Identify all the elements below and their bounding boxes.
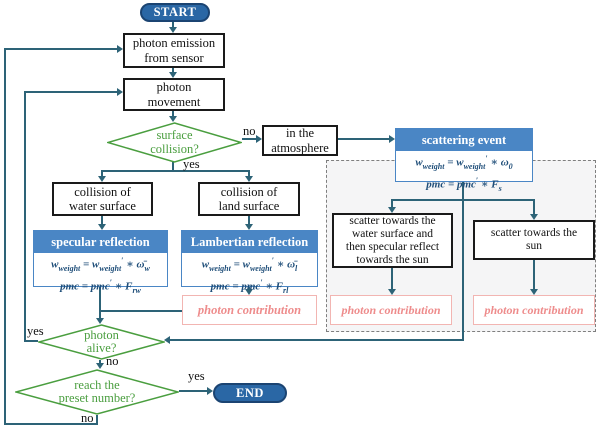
specular-reflection-title: specular reflection [34, 231, 167, 253]
edge-scattering-stem [462, 182, 464, 341]
photon-alive-label: photon alive? [84, 327, 119, 355]
lambertian-reflection-title: Lambertian reflection [182, 231, 317, 253]
label-alive-no: no [106, 354, 119, 368]
arrowhead-return-to-alive [164, 336, 170, 344]
edge-atmosphere-scattering [337, 138, 390, 140]
scattering-event-box: scattering event wweight = wweight′ ∗ ω0… [395, 128, 533, 193]
label-surface-yes: yes [183, 157, 200, 171]
scatter-sun-box: scatter towards the sun [473, 220, 595, 260]
edge-yes-land-drop [248, 170, 250, 177]
label-reach-no: no [81, 411, 94, 425]
edge-reach-no-bottom [4, 423, 97, 425]
specular-pmc-formula: pmc = pmc′ ∗ Frw [60, 277, 141, 295]
edge-alive-no [99, 360, 101, 365]
photon-contribution-box-2: photon contribution [330, 295, 452, 325]
arrowhead-alive-yes-movement [117, 88, 123, 96]
arrowhead-alive-no [96, 363, 104, 369]
label-alive-yes: yes [27, 324, 44, 338]
edge-movement-collision [172, 111, 174, 117]
edge-alive-yes-into-movement [24, 91, 118, 93]
arrowhead-scattersun-contribution [530, 289, 538, 295]
photon-alive-diamond: photon alive? [38, 324, 165, 360]
photon-contribution-box-1: photon contribution [182, 295, 317, 325]
arrowhead-start-emission [169, 27, 177, 33]
scattering-weight-formula: wweight = wweight′ ∗ ω0 [415, 154, 513, 171]
edge-split-scattersun [533, 199, 535, 215]
surface-collision-label: surface collision? [150, 128, 199, 156]
edge-emission-movement [172, 68, 174, 73]
surface-collision-diamond-shape [107, 122, 242, 163]
arrowhead-land-lambertian [245, 224, 253, 230]
edge-collision-yes-stem [172, 162, 174, 172]
edge-collision-atmosphere [242, 138, 257, 140]
arrowhead-split-scattersun [530, 214, 538, 220]
arrowhead-reach-yes [207, 387, 213, 395]
edge-water-specular [101, 216, 103, 225]
surface-collision-diamond: surface collision? [107, 122, 242, 163]
start-node: START [140, 3, 210, 22]
edge-specular-alive [99, 287, 101, 319]
edge-contribution1-merge [100, 310, 182, 312]
edge-yes-water-drop [101, 170, 103, 177]
reach-preset-label: reach the preset number? [58, 377, 136, 405]
arrowhead-split-scatterwater [388, 207, 396, 213]
lambertian-reflection-box: Lambertian reflection wweight = wweight′… [181, 230, 318, 295]
in-atmosphere-box: in the atmosphere [262, 125, 338, 156]
photon-movement-box: photon movement [123, 78, 225, 111]
edge-return-to-alive [168, 339, 463, 341]
specular-reflection-box: specular reflection wweight = wweight′ ∗… [33, 230, 168, 295]
photon-emission-box: photon emission from sensor [123, 33, 225, 68]
edge-reach-no-rise [4, 48, 6, 425]
scatter-water-box: scatter towards the water surface and th… [332, 213, 453, 268]
edge-scattering-split [391, 199, 535, 201]
edge-reach-no-drop [96, 415, 98, 425]
label-reach-yes: yes [188, 369, 205, 383]
arrowhead-scatterwater-contribution [388, 289, 396, 295]
arrowhead-yes-land [245, 176, 253, 182]
edge-alive-yes-rise [24, 91, 26, 342]
edge-reach-yes [179, 390, 208, 392]
edge-lambertian-contribution [248, 287, 250, 290]
edge-split-scatterwater [391, 199, 393, 208]
edge-reach-no-into-emission [4, 48, 118, 50]
arrowhead-yes-water [98, 176, 106, 182]
edge-collision-yes-split [101, 170, 250, 172]
reach-preset-diamond-shape [15, 369, 179, 415]
edge-scattersun-contribution [533, 260, 535, 290]
arrowhead-reach-no-emission [117, 45, 123, 53]
reach-preset-diamond: reach the preset number? [15, 369, 179, 415]
arrowhead-water-specular [98, 224, 106, 230]
specular-weight-formula: wweight = wweight′ ∗ ω̄w [51, 256, 150, 273]
land-collision-box: collision of land surface [198, 182, 300, 216]
lambertian-weight-formula: wweight = wweight′ ∗ ω̄l [201, 256, 298, 273]
scattering-pmc-formula: pmc = pmc′ ∗ Fs [426, 175, 502, 193]
scattering-event-title: scattering event [396, 129, 532, 151]
lambertian-pmc-formula: pmc = pmc′ ∗ Frl [210, 277, 289, 295]
arrowhead-emission-movement [169, 72, 177, 78]
edge-scatterwater-contribution [391, 268, 393, 290]
water-collision-box: collision of water surface [52, 182, 153, 216]
end-node: END [213, 383, 287, 403]
arrowhead-movement-collision [169, 116, 177, 122]
arrowhead-lambertian-contribution [245, 289, 253, 295]
arrowhead-atmosphere-scattering [389, 135, 395, 143]
photon-contribution-box-3: photon contribution [473, 295, 595, 325]
edge-alive-yes-out [24, 340, 38, 342]
edge-land-lambertian [248, 216, 250, 225]
label-surface-no: no [243, 124, 256, 138]
edge-start-emission [172, 21, 174, 28]
photon-alive-diamond-shape [38, 324, 165, 360]
arrowhead-collision-atmosphere [256, 135, 262, 143]
arrowhead-specular-alive [96, 318, 104, 324]
